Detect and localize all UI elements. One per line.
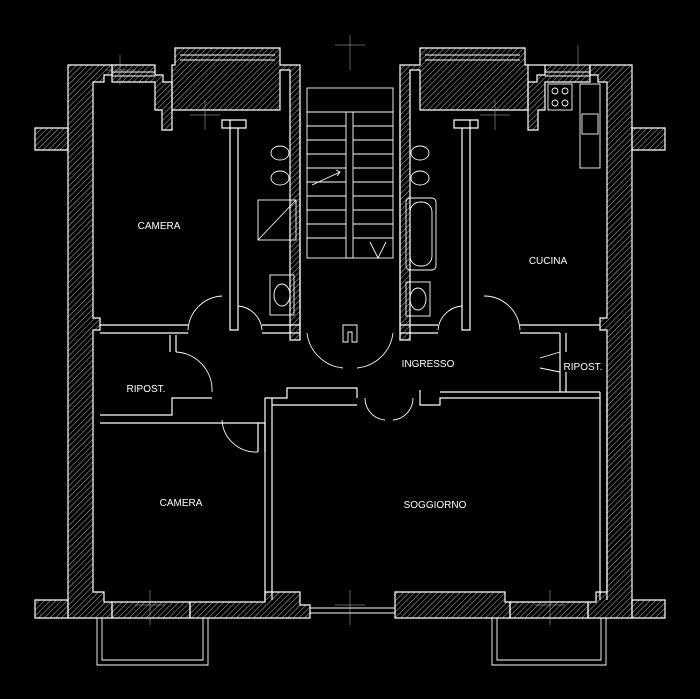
- label-ingresso: INGRESSO: [402, 359, 455, 370]
- wall-bath-right: [453, 119, 479, 331]
- wall-soggiorno-left: [264, 387, 358, 600]
- wall-soggiorno-top: [272, 390, 600, 406]
- toilet-right: [410, 145, 430, 161]
- right-wall-stub-top: [631, 127, 666, 151]
- window-cucina: [545, 71, 590, 77]
- shower-left: [257, 199, 297, 241]
- stair-door-frame: [342, 324, 358, 343]
- window-top-left: [180, 54, 275, 61]
- wall-bath-right-bottom: [400, 324, 438, 334]
- right-wall-stub-bottom: [631, 599, 666, 619]
- wall-bath-left-bottom: [262, 324, 300, 334]
- bottom-wall-center-right: [394, 591, 511, 619]
- wall-ripost-right: [559, 333, 567, 392]
- wall-camera-top-bottom: [100, 324, 188, 334]
- label-soggiorno: SOGGIORNO: [404, 500, 467, 511]
- bottom-wall-right: [509, 601, 589, 619]
- door-cucina: [483, 295, 521, 331]
- bathtub-right: [405, 197, 437, 271]
- axis-marks: [105, 35, 593, 625]
- left-wall: [67, 64, 113, 619]
- stair-well: [345, 111, 354, 259]
- kitchen-counter: [579, 83, 601, 169]
- window-camera-top: [112, 71, 155, 77]
- bottom-wall-left: [111, 601, 191, 619]
- windows: [96, 54, 607, 666]
- fixtures: [257, 83, 601, 317]
- door-swings: [175, 295, 561, 453]
- door-entrance: [364, 397, 414, 421]
- window-soggiorno: [310, 607, 395, 614]
- bidet-left: [270, 170, 290, 186]
- wall-ripost-left: [100, 397, 265, 424]
- label-cucina: CUCINA: [529, 256, 568, 267]
- balcony-right: [491, 618, 607, 666]
- door-stair-left: [306, 332, 344, 369]
- door-camera-top: [187, 295, 223, 331]
- top-wall-center-right: [399, 47, 529, 341]
- wall-ripost-left-side: [169, 335, 177, 352]
- sink-left-basin: [273, 283, 291, 307]
- internal-walls: [100, 110, 608, 600]
- top-wall-center-left: [171, 47, 301, 341]
- stair-shaft: [299, 110, 401, 340]
- bidet-right: [410, 170, 430, 186]
- door-ripost-right: [539, 351, 561, 373]
- label-camera-bottom: CAMERA: [160, 498, 203, 509]
- door-bath-left: [237, 305, 263, 331]
- sink-right: [405, 281, 431, 317]
- toilet-left: [270, 145, 290, 161]
- wall-bedroom-bottom-right: [257, 423, 266, 452]
- top-wall-left: [111, 64, 173, 131]
- label-ripost-right: RIPOST.: [564, 362, 603, 373]
- shower-left-diag: [257, 199, 297, 241]
- top-wall-right: [527, 64, 591, 131]
- bottom-wall-center-left: [189, 591, 311, 619]
- window-top-right: [425, 54, 520, 61]
- label-camera-top: CAMERA: [138, 221, 181, 232]
- sink-right-basin: [409, 287, 427, 311]
- exterior-walls: [34, 47, 666, 619]
- balcony-left: [96, 618, 209, 666]
- stair-treads: [307, 111, 393, 239]
- door-camera-bottom: [221, 419, 259, 453]
- door-ripost-left: [175, 351, 213, 393]
- stair-outline: [306, 87, 394, 259]
- stair-arrow-right: [369, 241, 387, 260]
- left-wall-stub-top: [34, 127, 69, 151]
- left-wall-stub-bottom: [34, 599, 69, 619]
- label-ripost-left: RIPOST.: [127, 384, 166, 395]
- bathtub-right-inner: [409, 201, 433, 267]
- wall-soggiorno-right: [599, 392, 608, 600]
- kitchen-sink: [581, 113, 599, 135]
- door-bath-right: [437, 305, 463, 331]
- room-labels: CAMERA CUCINA INGRESSO RIPOST. RIPOST. C…: [127, 221, 603, 511]
- staircase: [306, 87, 394, 343]
- wall-bath-left: [221, 119, 247, 331]
- stove: [547, 83, 573, 111]
- right-wall: [587, 64, 633, 619]
- wall-cucina-bottom: [520, 324, 600, 334]
- door-stair-right: [356, 332, 394, 369]
- sink-left: [269, 274, 295, 316]
- stair-arrow-left: [311, 169, 341, 186]
